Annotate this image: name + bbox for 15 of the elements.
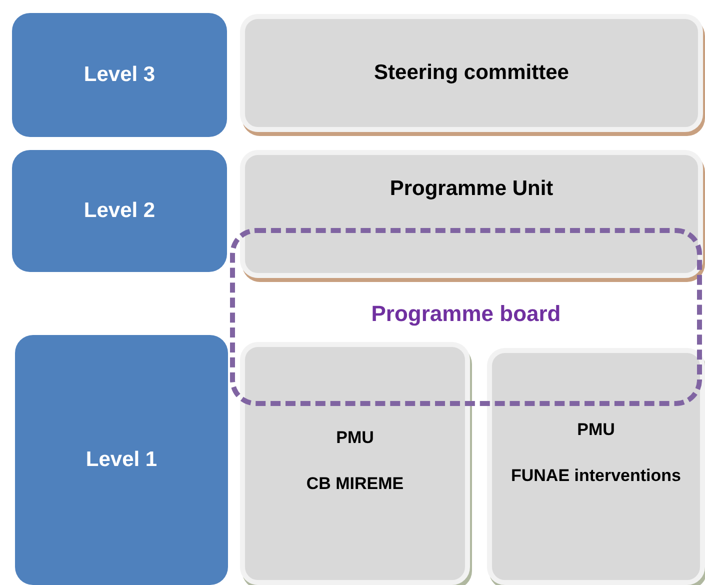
level-box <box>12 150 227 272</box>
group-title: Programme board <box>370 301 562 327</box>
group-box <box>487 348 705 585</box>
level-label: Level 2 <box>84 199 156 223</box>
box-label: PMU <box>336 427 374 449</box>
level-label: Level 1 <box>86 448 158 472</box>
level-box <box>12 13 227 137</box>
box-label: PMU <box>577 419 615 441</box>
box-label: Programme Unit <box>390 177 554 201</box>
box-label: Steering committee <box>374 61 569 85</box>
level-label: Level 3 <box>84 63 156 87</box>
group-box <box>240 342 470 585</box>
box-label: FUNAE interventions <box>510 465 682 487</box>
level-box <box>15 335 228 585</box>
box-label: CB MIREME <box>306 473 404 495</box>
